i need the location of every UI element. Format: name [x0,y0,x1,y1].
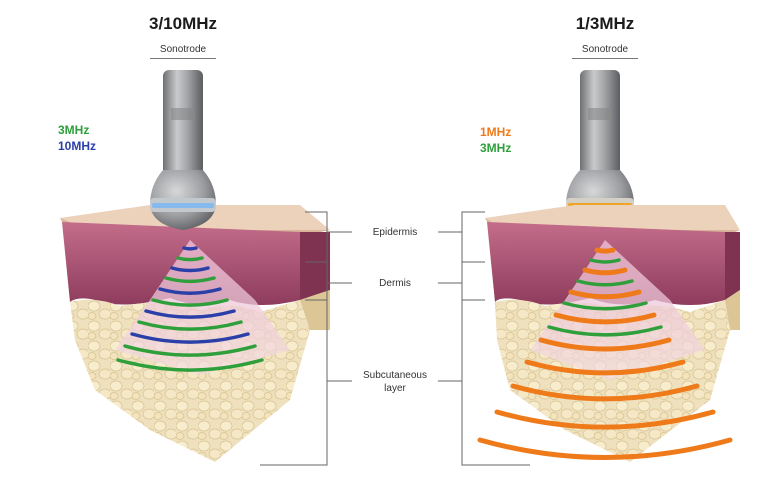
subcutaneous-label: Subcutaneous layer [350,369,440,395]
left-wave-arc-3 [170,266,210,273]
right-wave-arc-7 [553,312,657,325]
left-frequency-title: 3/10MHz [148,14,218,33]
right-wave-arc-5 [568,289,642,300]
left-wave-arc-4 [164,276,216,284]
left-wave-arc-7 [144,309,236,319]
left-sonotrode-underline [150,58,216,59]
right-wave-arc-11 [510,383,700,402]
dermis-label: Dermis [379,278,411,289]
right-wave-arc-13 [477,437,733,460]
right-wave-arc-9 [538,337,672,352]
right-frequency-title: 1/3MHz [575,14,635,33]
left-wave-arc-2 [176,256,204,262]
right-dermis-side [725,232,740,300]
left-wave-arc-9 [130,332,250,344]
left-legend-item-1: 3MHz [58,123,90,137]
right-wave-arc-1 [594,247,616,254]
left-bracket [260,211,352,466]
left-wave-arcs [116,246,264,372]
right-wave-arc-4 [576,279,634,287]
right-bracket [438,211,530,466]
left-skin-block [60,205,330,462]
epidermis-label: Epidermis [372,227,418,238]
right-wave-arc-2 [589,258,621,264]
right-legend-item-2: 3MHz [480,141,512,155]
right-wave-arc-6 [562,301,648,311]
left-wave-arc-5 [158,287,222,295]
right-epidermis-top [485,205,740,230]
right-sonotrode-underline [572,58,638,59]
left-sonotrode [150,70,216,230]
subcutaneous-label-line1: Subcutaneous [363,370,427,381]
left-wave-arc-6 [151,298,229,307]
left-sonotrode-label: Sonotrode [159,44,207,55]
right-wave-arc-8 [547,325,663,337]
subcutaneous-label-line2: layer [384,383,406,394]
left-legend-item-2: 10MHz [58,139,97,153]
right-sonotrode-label: Sonotrode [581,44,629,55]
left-wave-arc-11 [116,358,264,372]
right-wave-arc-12 [494,409,716,430]
right-wave-arcs [477,247,733,460]
right-wave-arc-3 [582,267,628,276]
right-wave-arc-10 [524,359,686,376]
right-legend-item-1: 1MHz [480,125,512,139]
left-wave-arc-10 [123,344,257,357]
left-dermis-side [300,232,330,300]
left-wave-arc-8 [137,320,243,331]
left-wave-arc-1 [182,246,198,251]
